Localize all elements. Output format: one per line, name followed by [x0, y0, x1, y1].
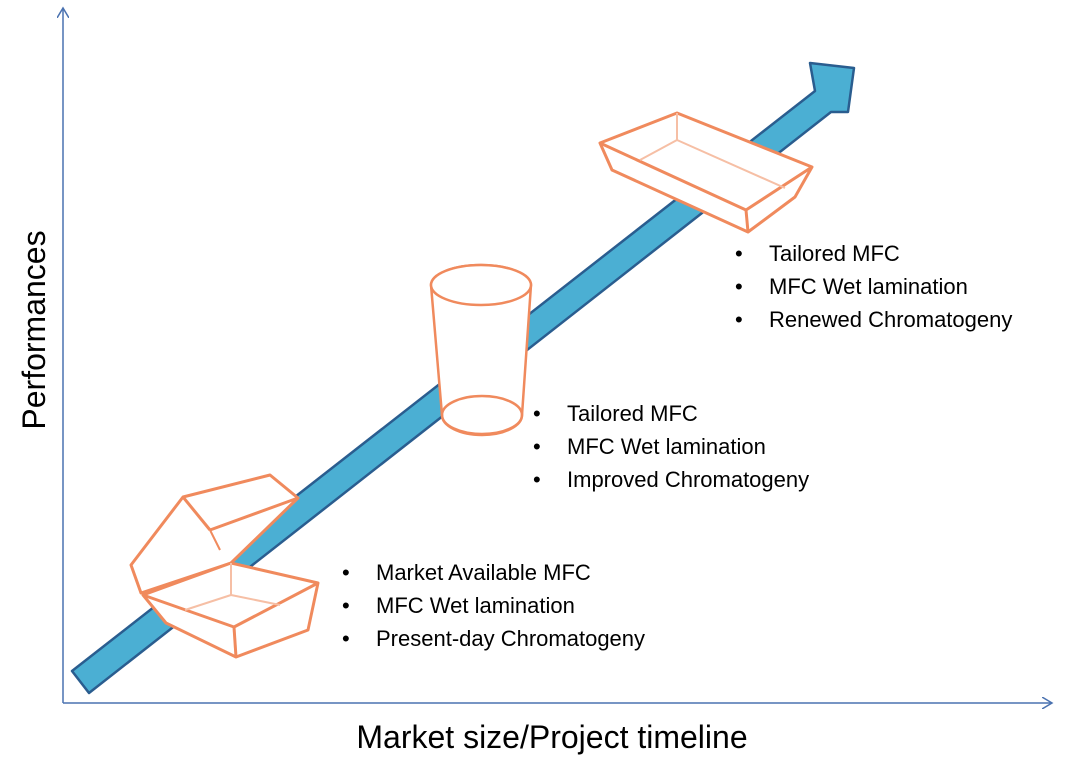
bullet-dot: •: [735, 307, 743, 332]
bullet-text: Renewed Chromatogeny: [769, 307, 1012, 332]
stage-1-bullets: • Market Available MFC • MFC Wet laminat…: [342, 560, 645, 651]
bullet-text: MFC Wet lamination: [769, 274, 968, 299]
clamshell-box-icon: [129, 473, 320, 659]
cup-icon: [429, 263, 533, 437]
bullet-text: Tailored MFC: [567, 401, 698, 426]
stage-2-bullets: • Tailored MFC • MFC Wet lamination • Im…: [533, 401, 809, 492]
bullet-dot: •: [735, 274, 743, 299]
bullet-text: Present-day Chromatogeny: [376, 626, 645, 651]
x-axis-label: Market size/Project timeline: [356, 719, 747, 755]
bullet-text: Tailored MFC: [769, 241, 900, 266]
bullet-text: MFC Wet lamination: [376, 593, 575, 618]
bullet-dot: •: [342, 560, 350, 585]
tray-icon: [598, 111, 814, 234]
bullet-dot: •: [533, 467, 541, 492]
bullet-text: MFC Wet lamination: [567, 434, 766, 459]
y-axis-label: Performances: [16, 230, 52, 429]
bullet-dot: •: [533, 434, 541, 459]
bullet-dot: •: [735, 241, 743, 266]
bullet-text: Market Available MFC: [376, 560, 591, 585]
bullet-dot: •: [342, 626, 350, 651]
bullet-dot: •: [342, 593, 350, 618]
stage-3-bullets: • Tailored MFC • MFC Wet lamination • Re…: [735, 241, 1012, 332]
bullet-text: Improved Chromatogeny: [567, 467, 809, 492]
bullet-dot: •: [533, 401, 541, 426]
